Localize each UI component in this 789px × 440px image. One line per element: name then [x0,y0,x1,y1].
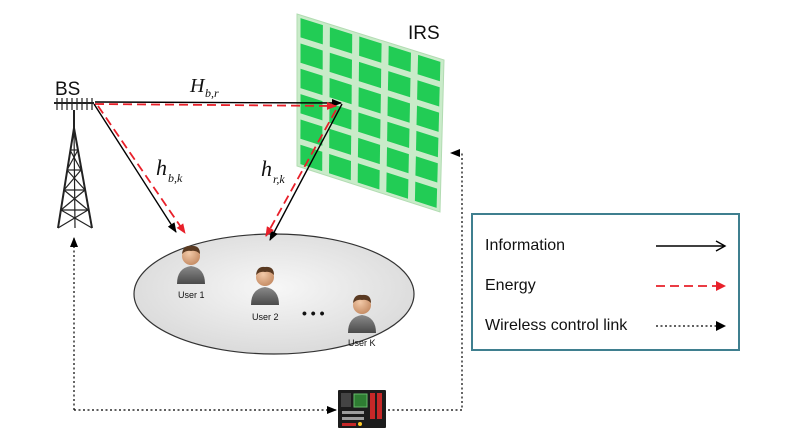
user-1-label: User 1 [178,290,205,300]
energy-link-irs-user [265,109,337,237]
irs-element [357,137,381,165]
irs-element [300,119,323,146]
channel-label-h-br: H b,r [189,75,219,100]
irs-element [386,172,409,199]
irs-element [300,18,323,45]
legend-sample-dotted-arrow [656,321,726,331]
irs-element [387,96,410,123]
irs-element [416,130,439,158]
info-link-bs-user [93,103,177,233]
irs-element [300,43,323,70]
user-1-icon [177,245,205,284]
legend: Information Energy Wireless control link [471,213,740,351]
irs-element-grid [300,18,441,208]
irs-element [329,128,352,155]
irs-element [388,45,411,72]
info-link-bs-irs [94,98,342,107]
user-k-icon [348,294,376,333]
legend-label-wireless-control-link: Wireless control link [485,317,628,334]
irs-element [359,36,382,63]
irs-element [414,181,438,208]
info-link-irs-user [269,103,343,241]
irs-element [329,52,352,79]
bs-tower-icon [54,98,94,229]
irs-element [358,61,382,89]
legend-label-energy: Energy [485,277,536,294]
svg-text:b,r: b,r [205,86,219,100]
irs-element [300,68,323,96]
user-k-label: User K [348,338,376,348]
bs-label: BS [55,79,80,100]
irs-element [329,78,352,105]
svg-text:r,k: r,k [273,172,285,186]
control-link-to-irs [388,149,463,411]
svg-text:H: H [189,75,206,97]
legend-item-information: Information [485,234,728,258]
channel-label-h-rk: h r,k [261,156,285,186]
irs-element [329,27,353,54]
more-users-ellipsis: • • • [302,305,325,321]
user-2-icon [251,266,279,305]
energy-link-bs-irs [94,101,337,110]
svg-text:h: h [156,155,167,180]
irs-element [358,87,381,114]
legend-sample-solid-arrow [656,240,727,252]
legend-label-information: Information [485,237,566,254]
channel-label-h-bk: h b,k [156,155,183,185]
irs-element [416,105,440,132]
legend-item-energy: Energy [485,274,728,298]
irs-element [300,94,323,121]
irs-controller-icon [338,390,386,428]
energy-link-bs-user [97,105,186,234]
svg-text:b,k: b,k [168,171,183,185]
irs-element [417,54,441,82]
legend-item-wireless-control-link: Wireless control link [485,314,728,338]
irs-element [417,80,440,107]
irs-element [387,71,411,98]
irs-panel [296,13,445,213]
legend-sample-dashed-arrow [656,281,726,291]
irs-element [357,163,380,190]
irs-element [415,156,438,183]
irs-element [386,147,409,174]
irs-element [387,121,410,148]
irs-element [329,154,351,181]
irs-element [358,112,381,139]
irs-label: IRS [408,23,440,44]
user-2-label: User 2 [252,312,279,322]
svg-text:h: h [261,156,272,181]
